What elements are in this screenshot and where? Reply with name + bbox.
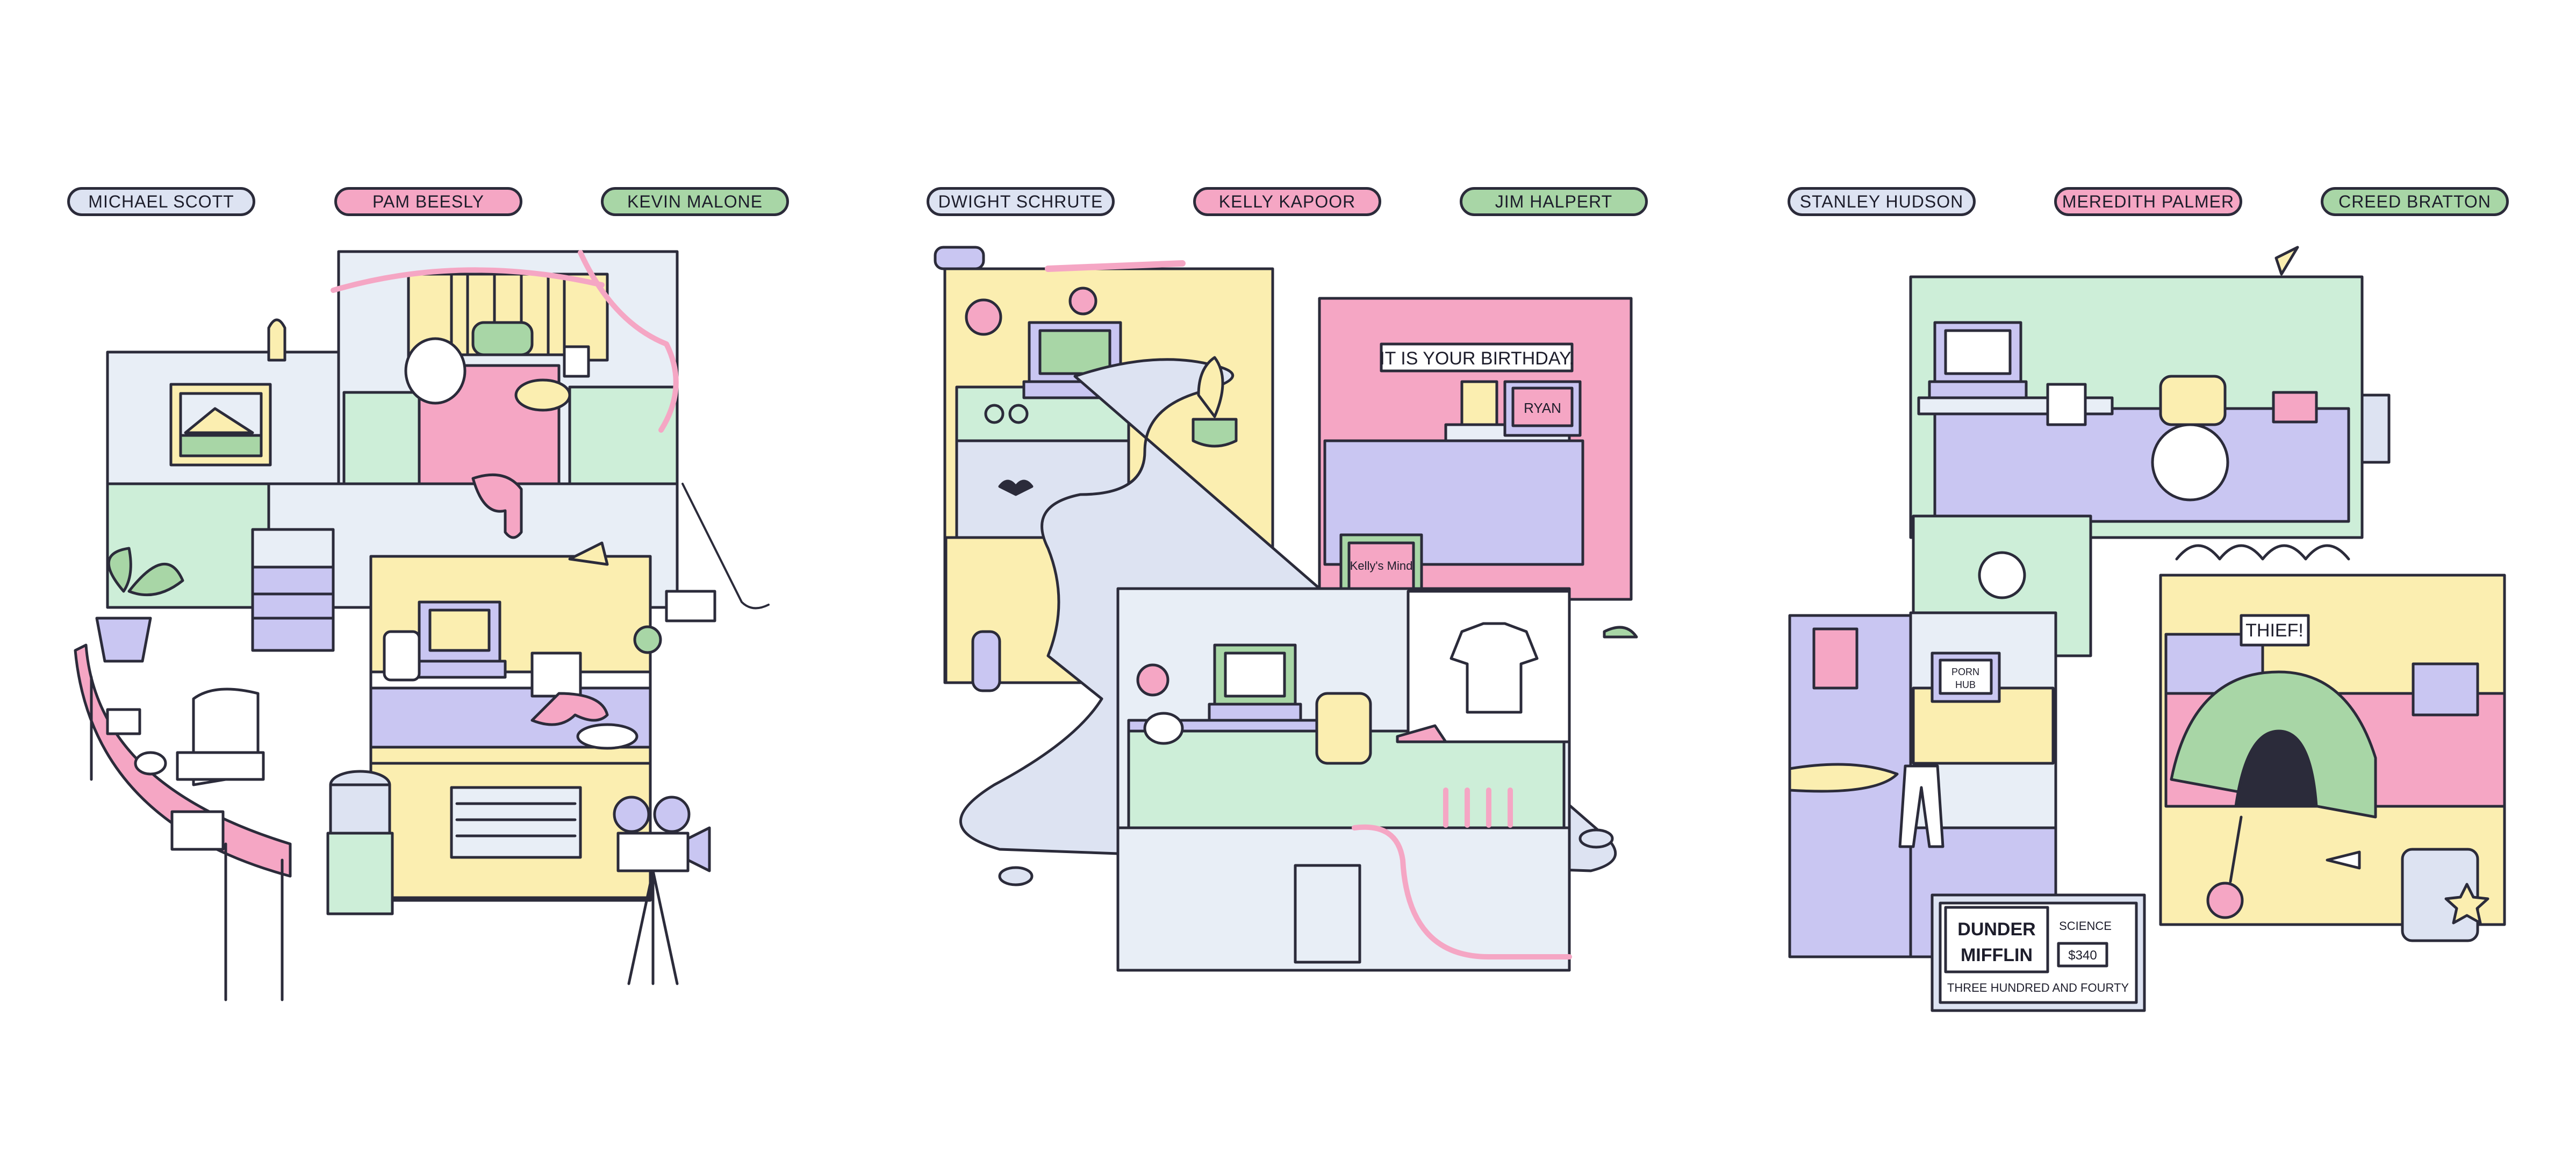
picture-house [184,407,254,434]
bobblehead [965,298,1002,336]
tent-opening [2234,729,2318,808]
party-streamer-right [578,250,679,433]
stanley-floor [1933,407,2350,523]
pizza-slice [568,541,609,566]
duck [1603,626,1638,639]
glasses [984,404,1004,424]
melting-candle [267,318,286,362]
panel-stanley-meredith-creed: PORN HUB DUNDER MIFFLIN SCIENCE $340 THR… [1788,246,2506,1012]
birthday-banner [1380,342,1574,373]
stanley-keyboard [1928,380,2028,399]
stapler [1396,724,1447,743]
water-cooler [326,832,394,915]
porn-text: PORN [1951,667,1979,677]
puddle [998,866,1034,886]
birthday-cake [2272,391,2318,424]
kevin-keyboard [412,660,507,679]
teapot [1143,712,1184,745]
birthday-banner-text: IT IS YOUR BIRTHDAY. [1380,348,1574,369]
kellys-mind-text: Kelly's Mind [1350,559,1413,572]
ryan-monitor-text: RYAN [1524,400,1561,416]
mug [563,345,590,378]
wall-clock [1978,551,2026,599]
crossword [2046,383,2087,426]
panel-dwight-kelly-jim: IT IS YOUR BIRTHDAY. RYAN Kelly's Mind [934,246,1638,972]
wall-panel-mint [342,391,426,485]
jersey [1450,622,1539,714]
katana [1045,260,1186,272]
label-stanley-hudson: STANLEY HUDSON [1788,187,1976,216]
camera-reel-left [613,796,650,833]
copier-top [251,528,335,569]
plaque-caption: THREE HUNDRED AND FOURTY [1947,981,2129,994]
clapboard [665,590,716,622]
yellow-chair [1315,692,1372,765]
label-kevin-malone: KEVIN MALONE [601,187,789,216]
label-pam-beesly: PAM BEESLY [334,187,522,216]
fire-extinguisher [971,630,1001,692]
plant-leaf [107,547,132,593]
rubik-cube [106,708,141,735]
wheelchair [2151,423,2229,502]
pie [514,378,571,412]
ice-cream [2274,246,2299,276]
label-meredith-palmer: MEREDITH PALMER [2054,187,2242,216]
copier-body [251,565,335,652]
tripod-leg [627,869,655,985]
plaque-logo-line2: MIFFLIN [1961,945,2033,965]
pants [1898,764,1944,848]
beet [1068,287,1097,316]
label-jim-halpert: JIM HALPERT [1460,187,1648,216]
plaque-amount: $340 [2068,948,2097,963]
plaque-category: SCIENCE [2059,919,2112,933]
star [2444,883,2489,925]
picture-grass [179,434,263,457]
fish-skeleton [2326,850,2361,870]
cord [1352,824,1572,959]
flame [1197,356,1224,418]
wall-poster [1812,627,1859,690]
pink-drip [471,473,523,539]
chili-pot [530,651,582,698]
basketball [1136,663,1169,697]
broccoli [633,625,662,654]
barbed-wire [2175,544,2350,561]
drum [404,337,467,405]
speaker [2360,393,2391,464]
label-creed-bratton: CREED BRATTON [2321,187,2509,216]
coffee-cup [134,751,167,776]
file-cabinet-vent [450,786,582,859]
camera-reel-right [653,796,691,833]
plaque-logo-line1: DUNDER [1957,919,2035,940]
guitar [2206,882,2244,919]
trash-can [1294,864,1361,964]
panel-michael-pam-kevin [74,250,772,1001]
papers [170,810,225,851]
label-michael-scott: MICHAEL SCOTT [67,187,255,216]
thief-sign [2240,614,2310,647]
creed-monitor [2412,662,2479,717]
plaque-logo-box [1944,906,2049,973]
label-kelly-kapoor: KELLY KAPOOR [1193,187,1381,216]
hockey-stick [679,480,772,612]
label-dwight-schrute: DWIGHT SCHRUTE [927,187,1115,216]
plant-pot [95,617,152,663]
drink-spill [1788,763,1899,793]
wall-panel-mint-right [568,385,679,485]
plate [576,723,638,750]
jar [383,630,421,682]
hub-text: HUB [1955,679,1976,690]
jim-keyboard [1208,703,1302,722]
security-camera [934,246,985,270]
green-chair [471,321,534,356]
film-camera [616,832,690,872]
party-streamer [331,267,605,293]
vase [1192,418,1238,448]
chili-spill [530,692,609,726]
bat [998,479,1034,496]
pitcher [1460,380,1498,426]
thief-sign-text: THIEF! [2245,620,2304,641]
